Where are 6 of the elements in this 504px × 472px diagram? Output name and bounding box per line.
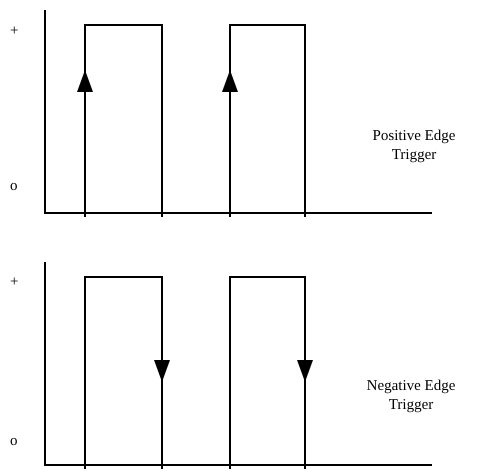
level-label: o — [10, 432, 18, 451]
waveform-caption: Positive Edge Trigger — [372, 127, 456, 165]
waveform-caption: Negative Edge Trigger — [366, 377, 456, 415]
level-label: + — [10, 22, 18, 41]
level-label: o — [10, 177, 18, 196]
level-label: + — [10, 273, 18, 292]
